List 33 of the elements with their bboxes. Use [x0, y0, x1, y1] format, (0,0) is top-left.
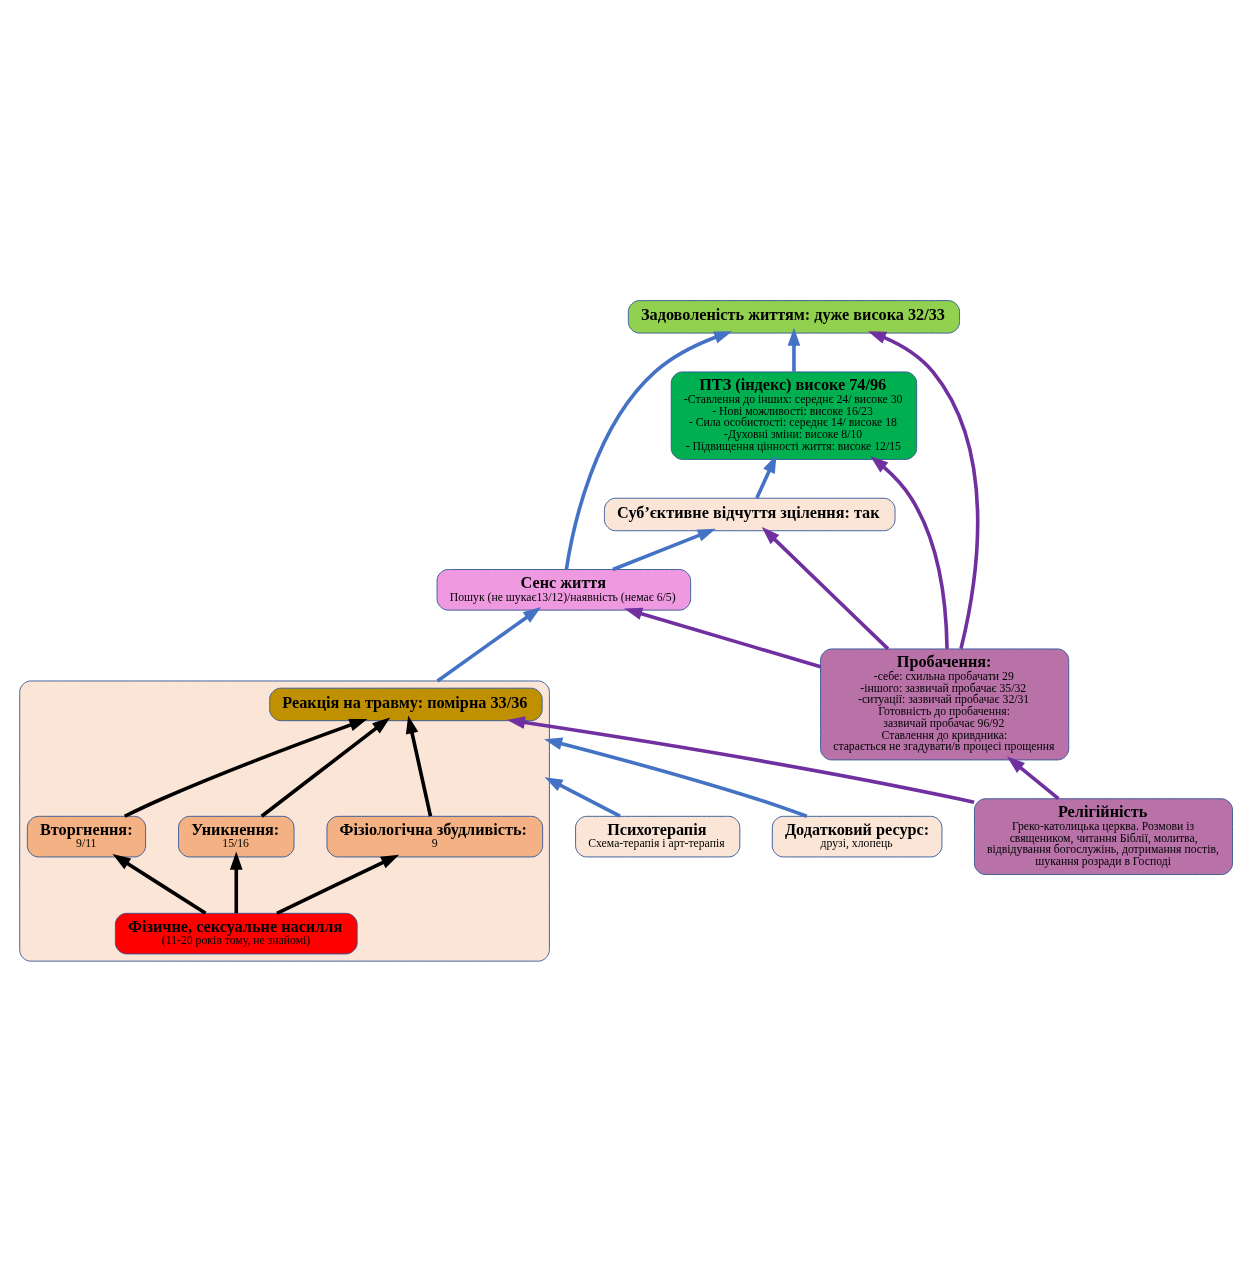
node-box: Сенс життя Пошук (не шукає13/12)/наявність (немає 6/5) — [436, 569, 692, 611]
arrow — [870, 456, 949, 649]
node-box: ПТЗ (індекс) високе 74/96 -Ставлення до інших: середнє 24/ високе 30 - Нові можливості: високе 16/23 - Сила особистості: середнє 14/ високе 18 -Духовні зміни: високе 8/10 - Підвищення цінності життя: високе 12/15 — [670, 371, 918, 460]
arrow — [612, 528, 716, 572]
node-box: Суб’єктивне відчуття зцілення: так — [604, 497, 896, 532]
arrow — [544, 777, 621, 818]
arrow — [1007, 756, 1060, 801]
node-box: Психотерапія Схема-терапія і арт-терапія — [575, 815, 741, 858]
arrow — [544, 737, 808, 818]
arrow — [755, 454, 777, 499]
arrow — [787, 327, 801, 372]
arrow — [229, 851, 243, 914]
arrow — [123, 718, 368, 818]
node-box: Задоволеність життям: дуже висока 32/33 — [627, 300, 960, 334]
arrow — [405, 715, 433, 817]
arrow — [260, 717, 391, 818]
node-box: Додатковий ресурс: друзі, хлопець — [771, 815, 943, 858]
arrow — [867, 331, 980, 650]
arrow — [761, 527, 890, 651]
node-box: Уникнення: 15/16 — [178, 815, 295, 858]
arrow — [506, 716, 975, 804]
node-box: Вторгнення: 9/11 — [26, 815, 147, 858]
node-box: Фізичне, сексуальне насилля (11-20 років тому, не знайомі) — [114, 912, 358, 955]
node-box: Реакція на травму: помірна 33/36 — [269, 687, 543, 722]
arrow — [624, 607, 821, 669]
node-box: Фізіологічна збудливість: 9 — [326, 815, 544, 858]
arrow — [436, 606, 542, 683]
node-box: Пробачення: -себе: схильна пробачати 29 -іншого: зазвичай пробачає 35/32 -ситуації: зазвичай пробачає 32/31 Готовність до пробачення: зазвичай пробачає 96/92 Ставлення до кривдника: старається не згадувати/в процесі прощення — [820, 648, 1070, 761]
arrow — [276, 854, 400, 915]
cluster — [19, 680, 550, 962]
arrow — [112, 854, 207, 915]
arrow — [564, 331, 733, 570]
node-box: Релігійність Греко-католицька церква. Розмови із священиком, читання Біблії, молитва, відвідування богослужінь, дотримання постів, шукання розради в Господі — [974, 798, 1233, 875]
